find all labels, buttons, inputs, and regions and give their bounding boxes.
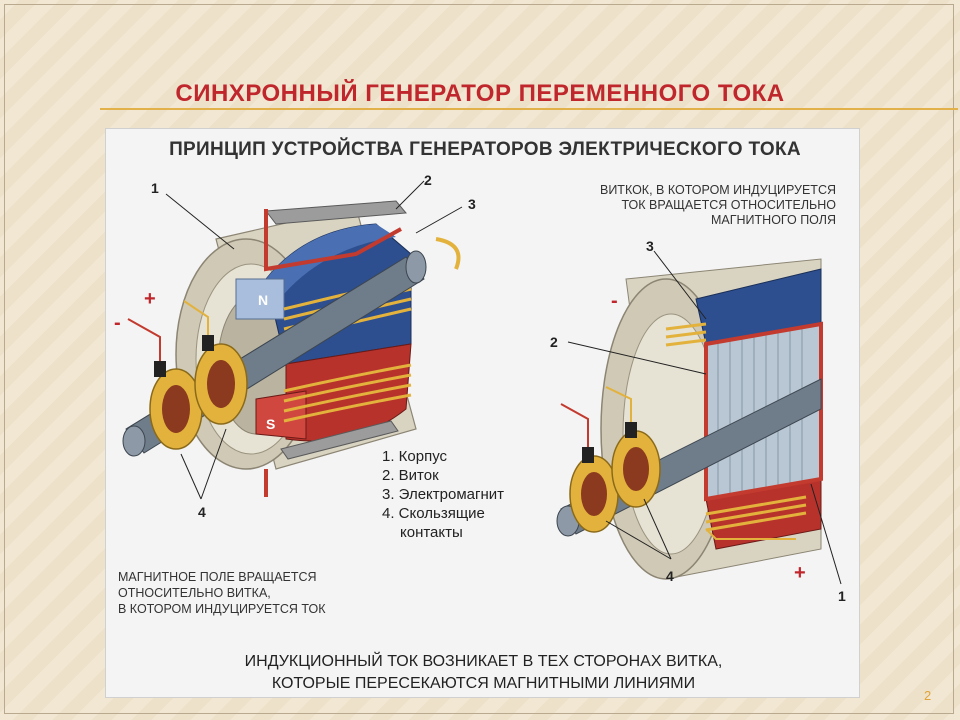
legend-item-slip-contacts: 4. Скользящие [382,505,485,522]
induction-caption-line: КОТОРЫЕ ПЕРЕСЕКАЮТСЯ МАГНИТНЫМИ ЛИНИЯМИ [271,675,696,692]
left-minus-sign: - [114,312,121,334]
right-label-1: 1 [838,588,846,604]
right-label-4: 4 [666,568,674,584]
right-caption-line: МАГНИТНОГО ПОЛЯ [711,213,836,227]
left-generator: 1 2 3 4 + - N S [114,172,476,520]
legend-item-loop: 2. Виток [382,467,439,484]
generator-illustrations: 1 2 3 4 + - N S [114,172,846,604]
legend-item-slip-contacts-cont: контакты [400,524,463,541]
right-leader-lines [567,250,842,585]
left-slip-rings [149,335,248,450]
page-number: 2 [924,688,932,703]
left-stator-fins [265,200,407,460]
left-label-2: 2 [424,172,432,188]
left-label-1: 1 [151,180,159,196]
left-caption: МАГНИТНОЕ ПОЛЕ ВРАЩАЕТСЯ ОТНОСИТЕЛЬНО ВИ… [118,569,368,617]
north-pole-label: N [258,292,268,308]
legend-item-electromagnet: 3. Электромагнит [382,486,504,503]
diagram-panel: ПРИНЦИП УСТРОЙСТВА ГЕНЕРАТОРОВ ЭЛЕКТРИЧЕ… [105,128,860,698]
right-minus-sign: - [611,290,618,312]
right-wire-c [705,528,796,540]
legend-item-housing: 1. Корпус [382,448,448,465]
right-slip-rings [569,422,661,533]
right-caption-line: ТОК ВРАЩАЕТСЯ ОТНОСИТЕЛЬНО [621,198,836,212]
parts-legend: 1. Корпус 2. Виток 3. Электромагнит 4. С… [382,447,504,542]
panel-heading: ПРИНЦИП УСТРОЙСТВА ГЕНЕРАТОРОВ ЭЛЕКТРИЧЕ… [169,139,801,160]
right-wire-b [605,386,632,422]
induction-caption-line: ИНДУКЦИОННЫЙ ТОК ВОЗНИКАЕТ В ТЕХ СТОРОНА… [244,653,723,670]
left-caption-line: ОТНОСИТЕЛЬНО ВИТКА, [118,586,271,600]
rotation-arrow [435,237,461,270]
slide-title: СИНХРОННЫЙ ГЕНЕРАТОР ПЕРЕМЕННОГО ТОКА [175,80,785,107]
right-caption-line: ВИТКОК, В КОТОРОМ ИНДУЦИРУЕТСЯ [599,183,836,197]
right-generator: 3 2 4 1 - + [550,238,846,604]
south-pole-label: S [266,416,275,432]
right-caption: ВИТКОК, В КОТОРОМ ИНДУЦИРУЕТСЯ ТОК ВРАЩА… [536,183,836,228]
title-underline [100,108,958,110]
plus-wire [183,300,209,335]
right-winding-coils [665,322,807,532]
right-label-3: 3 [646,238,654,254]
left-label-4: 4 [198,504,206,520]
left-loop-wire [264,209,402,272]
left-caption-line: В КОТОРОМ ИНДУЦИРУЕТСЯ ТОК [118,602,326,616]
minus-wire [127,318,161,361]
right-label-2: 2 [550,334,558,350]
left-label-3: 3 [468,196,476,212]
left-caption-line: МАГНИТНОЕ ПОЛЕ ВРАЩАЕТСЯ [118,570,317,584]
left-leader-lines [165,180,463,500]
right-wire-a [560,403,589,447]
induction-caption: ИНДУКЦИОННЫЙ ТОК ВОЗНИКАЕТ В ТЕХ СТОРОНА… [106,651,861,695]
left-plus-sign: + [144,288,156,310]
right-plus-sign: + [794,562,806,584]
slide-frame [4,4,954,714]
